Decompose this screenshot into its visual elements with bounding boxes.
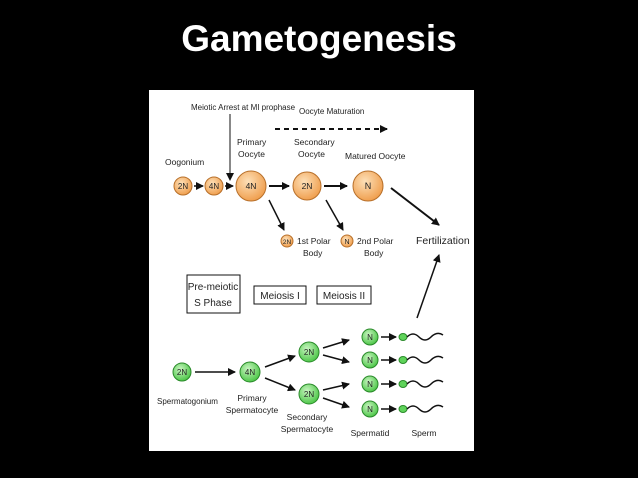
spermatid-text-1: N bbox=[367, 333, 373, 342]
oogonium-2n-cell bbox=[173, 176, 193, 196]
spermatogonium-label: Spermatogonium bbox=[157, 397, 218, 406]
primary-spermatocyte-text: 4N bbox=[245, 368, 255, 377]
meiosis2-label: Meiosis II bbox=[323, 291, 365, 302]
premeiotic-box bbox=[186, 274, 241, 314]
sperm-3 bbox=[398, 379, 444, 388]
spermatid-text-4: N bbox=[367, 405, 373, 414]
spermatid-cell-2 bbox=[361, 351, 379, 369]
arrow-to-secondary-2 bbox=[264, 377, 296, 392]
first-polar-body-cell bbox=[280, 234, 294, 248]
first-polar-label-2: Body bbox=[303, 248, 323, 258]
sperm-4 bbox=[398, 404, 444, 413]
primary-oocyte-label-2: Oocyte bbox=[238, 149, 265, 159]
sperm-label: Sperm bbox=[411, 428, 436, 438]
fertilization-label: Fertilization bbox=[416, 235, 470, 247]
spermatogonium-text: 2N bbox=[177, 368, 187, 377]
arrow-to-spermatid-3 bbox=[322, 381, 350, 391]
oocyte-maturation-label: Oocyte Maturation bbox=[299, 107, 364, 116]
meiosis1-box bbox=[253, 285, 307, 305]
meiotic-arrest-label: Meiotic Arrest at MI prophase bbox=[191, 103, 296, 112]
meiosis1-label: Meiosis I bbox=[260, 291, 299, 302]
secondary-oocyte-label-1: Secondary bbox=[294, 137, 335, 147]
primary-oocyte-text: 4N bbox=[246, 181, 257, 191]
secondary-spermatocyte-label-1: Secondary bbox=[287, 412, 328, 422]
arrow-to-spermatid-4 bbox=[322, 397, 350, 409]
secondary-spermatocyte-cell-2 bbox=[298, 383, 320, 405]
secondary-oocyte-label-2: Oocyte bbox=[298, 149, 325, 159]
spermatid-text-3: N bbox=[367, 380, 373, 389]
sperm-1 bbox=[398, 332, 444, 341]
spermatid-cell-3 bbox=[361, 375, 379, 393]
arrow-to-spermatid-1 bbox=[322, 338, 350, 349]
secondary-oocyte-text: 2N bbox=[302, 181, 313, 191]
spermatid-text-2: N bbox=[367, 356, 373, 365]
spermatogonium-cell bbox=[172, 362, 192, 382]
primary-spermatocyte-cell bbox=[239, 361, 261, 383]
spermatid-cell-4 bbox=[361, 400, 379, 418]
secondary-spermatocyte-label-2: Spermatocyte bbox=[281, 424, 334, 434]
gametogenesis-diagram: Meiotic Arrest at MI prophase Oocyte Mat… bbox=[149, 90, 474, 451]
arrow-oocyte-to-fertilization bbox=[390, 187, 440, 226]
diagram-canvas: Meiotic Arrest at MI prophase Oocyte Mat… bbox=[157, 103, 470, 438]
arrow-to-1st-polar bbox=[268, 199, 285, 231]
secondary-spermatocyte-text-2: 2N bbox=[304, 390, 314, 399]
arrow-to-2nd-polar bbox=[325, 199, 344, 231]
primary-spermatocyte-label-2: Spermatocyte bbox=[226, 405, 279, 415]
spermatid-cell-1 bbox=[361, 328, 379, 346]
secondary-spermatocyte-cell-1 bbox=[298, 341, 320, 363]
arrow-to-spermatid-2 bbox=[322, 354, 350, 365]
arrow-to-secondary-1 bbox=[264, 354, 296, 368]
matured-oocyte-cell bbox=[352, 170, 384, 202]
first-polar-body-text: 2N bbox=[283, 239, 292, 246]
first-polar-label-1: 1st Polar bbox=[297, 236, 331, 246]
second-polar-label-1: 2nd Polar bbox=[357, 236, 394, 246]
secondary-spermatocyte-text-1: 2N bbox=[304, 348, 314, 357]
primary-oocyte-label-1: Primary bbox=[237, 137, 267, 147]
matured-oocyte-text: N bbox=[365, 181, 372, 191]
spermatid-label: Spermatid bbox=[351, 428, 390, 438]
oogonium-label: Oogonium bbox=[165, 157, 204, 167]
slide-title: Gametogenesis bbox=[181, 18, 457, 59]
secondary-oocyte-cell bbox=[292, 171, 322, 201]
oogonium-2n-text: 2N bbox=[178, 182, 188, 191]
matured-oocyte-label: Matured Oocyte bbox=[345, 151, 406, 161]
second-polar-body-text: N bbox=[344, 239, 349, 246]
primary-spermatocyte-label-1: Primary bbox=[237, 393, 267, 403]
oogonium-4n-text: 4N bbox=[209, 182, 219, 191]
arrow-sperm-to-fertilization bbox=[416, 254, 441, 319]
second-polar-body-cell bbox=[340, 234, 354, 248]
premeiotic-label-2: S Phase bbox=[194, 298, 232, 309]
sperm-2 bbox=[398, 355, 444, 364]
premeiotic-label-1: Pre-meiotic bbox=[188, 282, 239, 293]
meiosis2-box bbox=[316, 285, 372, 305]
oogonium-4n-cell bbox=[204, 176, 224, 196]
primary-oocyte-cell bbox=[235, 170, 267, 202]
second-polar-label-2: Body bbox=[364, 248, 384, 258]
